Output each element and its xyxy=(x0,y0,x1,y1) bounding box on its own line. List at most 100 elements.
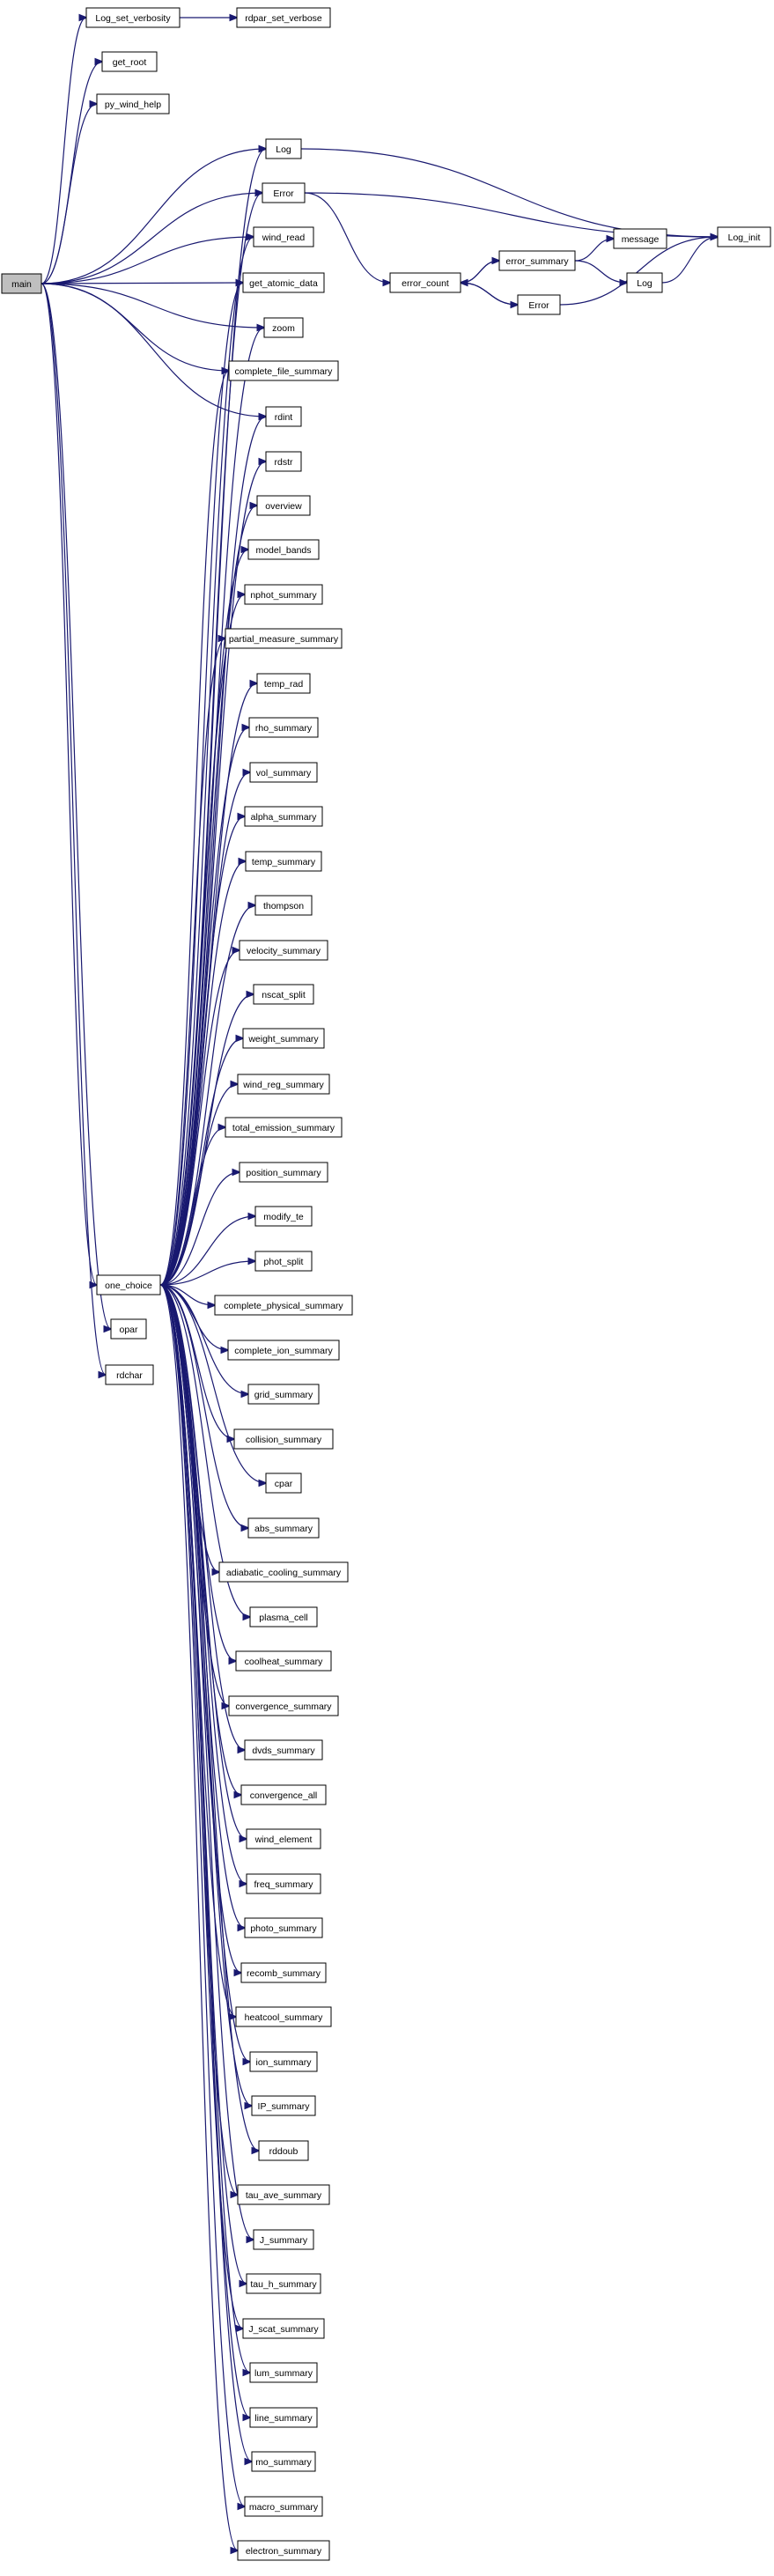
node-label: tau_ave_summary xyxy=(246,2190,322,2201)
node-electron_summary[interactable]: electron_summary xyxy=(237,2540,330,2561)
node-J_summary[interactable]: J_summary xyxy=(253,2229,314,2250)
node-rdchar[interactable]: rdchar xyxy=(105,1364,154,1385)
node-ion_summary[interactable]: ion_summary xyxy=(249,2051,318,2072)
node-box xyxy=(244,2496,323,2517)
node-abs_summary[interactable]: abs_summary xyxy=(247,1517,320,1539)
node-temp_summary[interactable]: temp_summary xyxy=(245,851,322,872)
node-dvds_summary[interactable]: dvds_summary xyxy=(244,1739,323,1760)
node-label: main xyxy=(11,279,32,290)
node-error_count[interactable]: error_count xyxy=(389,272,461,293)
node-rddoub[interactable]: rddoub xyxy=(258,2140,309,2161)
node-label: plasma_cell xyxy=(259,1613,307,1623)
node-log[interactable]: Log xyxy=(265,138,302,159)
node-macro_summary[interactable]: macro_summary xyxy=(244,2496,323,2517)
edge-one_choice-to-velocity_summary xyxy=(159,950,240,1286)
node-label: wind_read xyxy=(262,233,306,243)
node-get_root[interactable]: get_root xyxy=(101,51,158,72)
node-vol_summary[interactable]: vol_summary xyxy=(249,762,318,783)
node-complete_physical_summary[interactable]: complete_physical_summary xyxy=(214,1295,353,1316)
node-lum_summary[interactable]: lum_summary xyxy=(249,2362,318,2383)
node-label: partial_measure_summary xyxy=(229,634,339,645)
edge-main-to-wind_read xyxy=(41,237,254,284)
edge-main-to-get_atomic_data xyxy=(41,283,243,284)
node-label: vol_summary xyxy=(256,768,312,779)
node-model_bands[interactable]: model_bands xyxy=(247,539,320,560)
node-box xyxy=(242,1028,325,1049)
node-alpha_summary[interactable]: alpha_summary xyxy=(244,806,323,827)
node-total_emission_summary[interactable]: total_emission_summary xyxy=(225,1117,343,1138)
node-complete_ion_summary[interactable]: complete_ion_summary xyxy=(227,1340,340,1361)
node-box xyxy=(247,539,320,560)
node-photo_summary[interactable]: photo_summary xyxy=(244,1917,323,1938)
node-box xyxy=(249,2051,318,2072)
node-position_summary[interactable]: position_summary xyxy=(239,1162,328,1183)
node-mo_summary[interactable]: mo_summary xyxy=(251,2451,316,2472)
node-IP_summary[interactable]: IP_summary xyxy=(251,2095,316,2116)
node-rdpar_set_verbose[interactable]: rdpar_set_verbose xyxy=(236,7,331,28)
node-wind_read[interactable]: wind_read xyxy=(253,226,314,247)
node-label: heatcool_summary xyxy=(245,2012,323,2023)
node-get_atomic_data[interactable]: get_atomic_data xyxy=(242,272,325,293)
node-adiabatic_cooling_summary[interactable]: adiabatic_cooling_summary xyxy=(218,1561,349,1583)
edge-one_choice-to-nphot_summary xyxy=(159,594,245,1286)
node-label: J_summary xyxy=(260,2235,308,2246)
node-cpar[interactable]: cpar xyxy=(265,1473,302,1494)
node-box xyxy=(237,2540,330,2561)
node-label: total_emission_summary xyxy=(232,1123,335,1133)
node-message[interactable]: message xyxy=(613,228,667,249)
node-phot_split[interactable]: phot_split xyxy=(254,1251,313,1272)
node-label: velocity_summary xyxy=(247,946,321,956)
node-py_wind_help[interactable]: py_wind_help xyxy=(96,93,170,114)
node-nscat_split[interactable]: nscat_split xyxy=(253,984,314,1005)
node-freq_summary[interactable]: freq_summary xyxy=(246,1873,321,1894)
node-box xyxy=(517,294,561,315)
node-opar[interactable]: opar xyxy=(110,1318,147,1340)
node-label: wind_element xyxy=(254,1834,313,1845)
node-partial_measure_summary[interactable]: partial_measure_summary xyxy=(225,628,343,649)
node-recomb_summary[interactable]: recomb_summary xyxy=(240,1962,327,1983)
node-modify_te[interactable]: modify_te xyxy=(254,1206,313,1227)
node-box xyxy=(249,1606,318,1628)
node-overview[interactable]: overview xyxy=(256,495,311,516)
node-convergence_all[interactable]: convergence_all xyxy=(240,1784,327,1805)
node-rdstr[interactable]: rdstr xyxy=(265,451,302,472)
node-log_init[interactable]: Log_init xyxy=(717,226,771,247)
node-box xyxy=(235,1650,332,1672)
node-tau_ave_summary[interactable]: tau_ave_summary xyxy=(237,2184,330,2205)
node-collision_summary[interactable]: collision_summary xyxy=(233,1428,334,1450)
node-thompson[interactable]: thompson xyxy=(254,895,313,916)
node-nphot_summary[interactable]: nphot_summary xyxy=(244,584,323,605)
node-label: convergence_summary xyxy=(235,1701,332,1712)
node-box xyxy=(96,1274,161,1295)
node-wind_reg_summary[interactable]: wind_reg_summary xyxy=(237,1074,330,1095)
node-main[interactable]: main xyxy=(1,273,42,294)
node-convergence_summary[interactable]: convergence_summary xyxy=(228,1695,339,1716)
node-grid_summary[interactable]: grid_summary xyxy=(247,1384,320,1405)
node-line_summary[interactable]: line_summary xyxy=(249,2407,318,2428)
node-error[interactable]: Error xyxy=(262,182,306,203)
node-tau_h_summary[interactable]: tau_h_summary xyxy=(246,2273,321,2294)
node-log_set_verbosity[interactable]: Log_set_verbosity xyxy=(85,7,181,28)
node-log2[interactable]: Log xyxy=(626,272,663,293)
node-temp_rad[interactable]: temp_rad xyxy=(256,673,311,694)
edge-one_choice-to-complete_file_summary xyxy=(159,371,229,1286)
node-wind_element[interactable]: wind_element xyxy=(246,1828,321,1849)
node-plasma_cell[interactable]: plasma_cell xyxy=(249,1606,318,1628)
node-box xyxy=(258,2140,309,2161)
node-box xyxy=(265,451,302,472)
node-zoom[interactable]: zoom xyxy=(263,317,304,338)
node-box xyxy=(717,226,771,247)
node-rdint[interactable]: rdint xyxy=(265,406,302,427)
node-heatcool_summary[interactable]: heatcool_summary xyxy=(235,2006,332,2027)
node-box xyxy=(242,2318,325,2339)
node-error2[interactable]: Error xyxy=(517,294,561,315)
edge-one_choice-to-partial_measure_summary xyxy=(159,638,225,1286)
node-complete_file_summary[interactable]: complete_file_summary xyxy=(228,360,339,381)
node-coolheat_summary[interactable]: coolheat_summary xyxy=(235,1650,332,1672)
node-J_scat_summary[interactable]: J_scat_summary xyxy=(242,2318,325,2339)
node-weight_summary[interactable]: weight_summary xyxy=(242,1028,325,1049)
node-rho_summary[interactable]: rho_summary xyxy=(248,717,319,738)
node-one_choice[interactable]: one_choice xyxy=(96,1274,161,1295)
node-error_summary[interactable]: error_summary xyxy=(498,250,576,271)
node-velocity_summary[interactable]: velocity_summary xyxy=(239,940,328,961)
